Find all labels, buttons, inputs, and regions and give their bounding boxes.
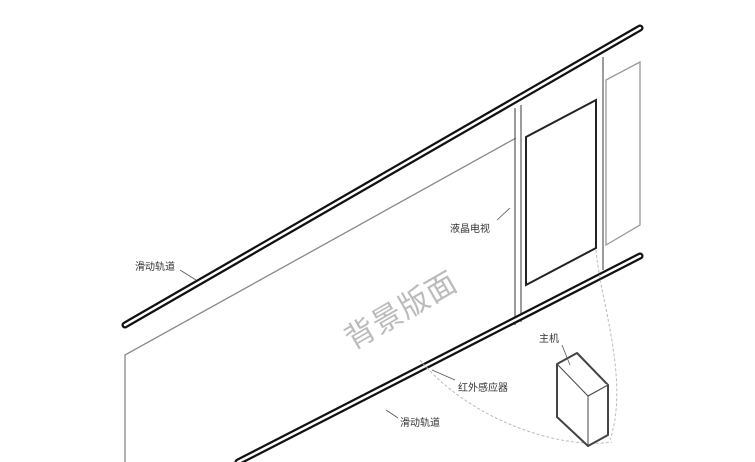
sliding-tv-panel [514, 57, 604, 325]
host-box [556, 352, 609, 447]
label-infrared-sensor: 红外感应器 [458, 383, 508, 394]
lcd-tv-screen [525, 98, 597, 287]
label-lcd-tv: 液晶电视 [450, 224, 490, 235]
leader-lines [179, 207, 571, 419]
label-host: 主机 [539, 334, 559, 345]
right-panel [605, 60, 641, 247]
sliding-rail-bottom [234, 252, 644, 462]
label-sliding-rail-top: 滑动轨道 [135, 262, 175, 273]
sliding-rail-top [121, 24, 644, 329]
label-sliding-rail-bottom: 滑动轨道 [400, 418, 440, 429]
